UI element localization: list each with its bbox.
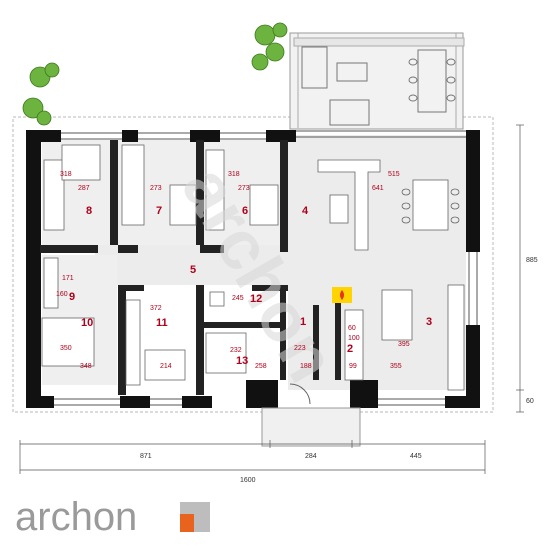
room-number-3: 3 bbox=[426, 316, 432, 328]
dim-395: 395 bbox=[398, 341, 410, 348]
dim-348: 348 bbox=[80, 363, 92, 370]
dim-214: 214 bbox=[160, 363, 172, 370]
dim-188: 188 bbox=[300, 363, 312, 370]
interior-walls bbox=[40, 140, 341, 395]
overall-bottom-left: 871 bbox=[140, 453, 152, 460]
room-dimensions: 287 273 273 318 318 641 515 171 160 350 … bbox=[56, 171, 410, 370]
dim-232: 232 bbox=[230, 347, 242, 354]
room-number-1: 1 bbox=[300, 316, 306, 328]
dim-100: 100 bbox=[348, 335, 360, 342]
fireplace-icon bbox=[332, 287, 352, 303]
room-number-12: 12 bbox=[250, 293, 262, 305]
room-number-7: 7 bbox=[156, 205, 162, 217]
dim-160: 160 bbox=[56, 291, 68, 298]
dim-258: 258 bbox=[255, 363, 267, 370]
overall-bottom-total: 1600 bbox=[240, 477, 256, 484]
dim-350: 350 bbox=[60, 345, 72, 352]
overall-dimension-lines bbox=[19, 124, 524, 474]
dim-318-a: 318 bbox=[60, 171, 72, 178]
room-number-5: 5 bbox=[190, 264, 196, 276]
dim-99: 99 bbox=[349, 363, 357, 370]
overall-bottom-mid: 284 bbox=[305, 453, 317, 460]
dim-273-b: 273 bbox=[238, 185, 250, 192]
brand-mark-accent bbox=[180, 514, 194, 532]
room-number-9: 9 bbox=[69, 291, 75, 303]
room-number-10: 10 bbox=[81, 317, 93, 329]
entrance-porch bbox=[261, 383, 361, 447]
room-number-13: 13 bbox=[236, 355, 248, 367]
windows bbox=[54, 130, 478, 406]
plant-icon bbox=[22, 22, 288, 126]
room-number-8: 8 bbox=[86, 205, 92, 217]
dim-245: 245 bbox=[232, 295, 244, 302]
overall-right-total: 885 bbox=[526, 257, 538, 264]
room-number-6: 6 bbox=[242, 205, 248, 217]
dim-273-a: 273 bbox=[150, 185, 162, 192]
brand-name: archon bbox=[15, 495, 137, 539]
dim-171: 171 bbox=[62, 275, 74, 282]
dim-223: 223 bbox=[294, 345, 306, 352]
furniture bbox=[41, 144, 465, 391]
terrace bbox=[289, 32, 465, 130]
site-outline bbox=[12, 116, 494, 413]
overall-right-small: 60 bbox=[526, 398, 534, 405]
dim-515: 515 bbox=[388, 171, 400, 178]
dim-355: 355 bbox=[390, 363, 402, 370]
brand-logo: archon bbox=[15, 495, 210, 539]
room-number-4: 4 bbox=[302, 205, 309, 217]
dim-372: 372 bbox=[150, 305, 162, 312]
room-number-2: 2 bbox=[347, 343, 353, 355]
dim-287: 287 bbox=[78, 185, 90, 192]
dim-60: 60 bbox=[348, 325, 356, 332]
dim-641: 641 bbox=[372, 185, 384, 192]
dim-318-b: 318 bbox=[228, 171, 240, 178]
room-number-11: 11 bbox=[156, 317, 168, 329]
overall-bottom-right: 445 bbox=[410, 453, 422, 460]
exterior-walls bbox=[26, 130, 480, 408]
dining-chairs bbox=[401, 188, 460, 224]
